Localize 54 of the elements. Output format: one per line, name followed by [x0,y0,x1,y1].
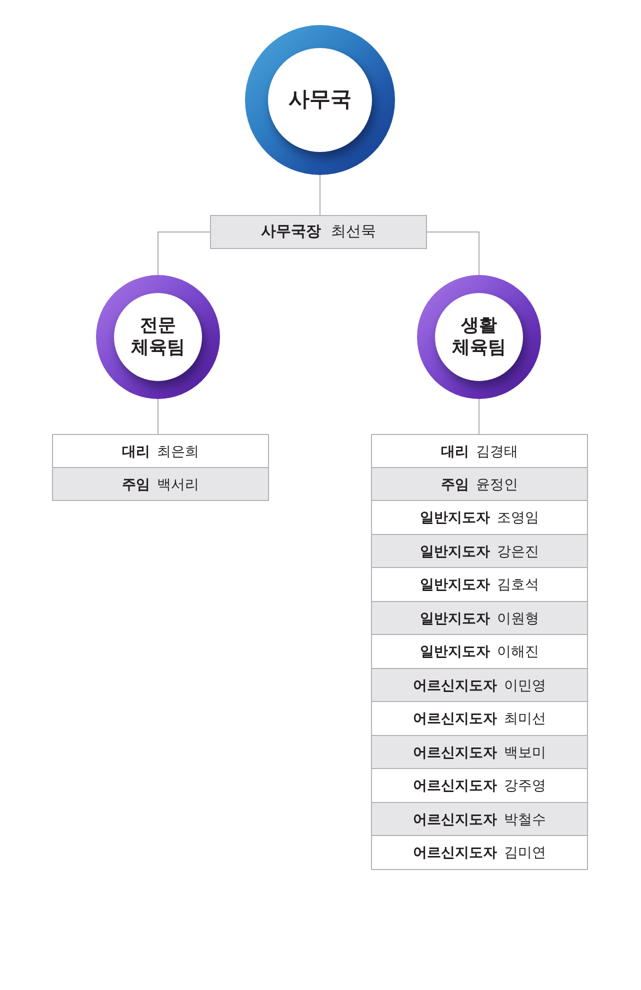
person-name: 박철수 [504,810,546,828]
person-name: 강주영 [504,777,546,794]
staff-row [371,702,588,736]
job-title: 어르신지도자 [413,810,497,828]
job-title: 어르신지도자 [413,744,497,760]
person-name: 김경태 [476,442,518,460]
staff-row [371,669,588,702]
staff-row [371,434,588,468]
job-title: 어르신지도자 [413,676,497,694]
staff-row [371,568,588,602]
staff-row [52,468,269,501]
person-name: 조영임 [497,509,539,526]
staff-row [371,736,588,769]
person-name: 이원형 [497,610,539,626]
person-name: 최미선 [504,710,546,727]
person-name: 강은진 [497,542,539,560]
person-name: 최은희 [157,442,199,460]
person-name: 이해진 [497,643,539,660]
person-name: 최선묵 [331,223,376,241]
job-title: 일반지도자 [420,542,490,560]
staff-row [371,535,588,568]
person-name: 김호석 [497,576,539,593]
connector-line [426,232,480,276]
job-title: 주임 [441,476,469,492]
circle-label: 사무국 [288,87,352,113]
staff-row [371,468,588,501]
position-box [210,215,427,249]
job-title: 일반지도자 [420,576,490,593]
person-name: 김미연 [504,844,546,861]
circle-label: 생활 체육팀 [451,315,507,359]
staff-row [371,602,588,635]
job-title: 주임 [122,476,150,492]
person-name: 이민영 [504,676,546,694]
job-title: 대리 [441,442,469,460]
job-title: 일반지도자 [420,610,490,626]
staff-row [52,434,269,468]
staff-row [371,836,588,870]
job-title: 어르신지도자 [413,844,497,861]
job-title: 일반지도자 [420,509,490,526]
job-title: 대리 [122,442,150,460]
staff-row [371,769,588,803]
job-title: 일반지도자 [420,643,490,660]
staff-row [371,501,588,535]
person-name: 윤정인 [476,476,518,492]
staff-row [371,635,588,669]
person-name: 백보미 [504,744,546,760]
circle-label: 전문 체육팀 [130,315,186,359]
job-title: 사무국장 [261,223,321,241]
staff-row [371,803,588,836]
job-title: 어르신지도자 [413,710,497,727]
job-title: 어르신지도자 [413,777,497,794]
connector-line [158,232,210,276]
person-name: 백서리 [157,476,199,492]
connector-line [478,398,480,434]
